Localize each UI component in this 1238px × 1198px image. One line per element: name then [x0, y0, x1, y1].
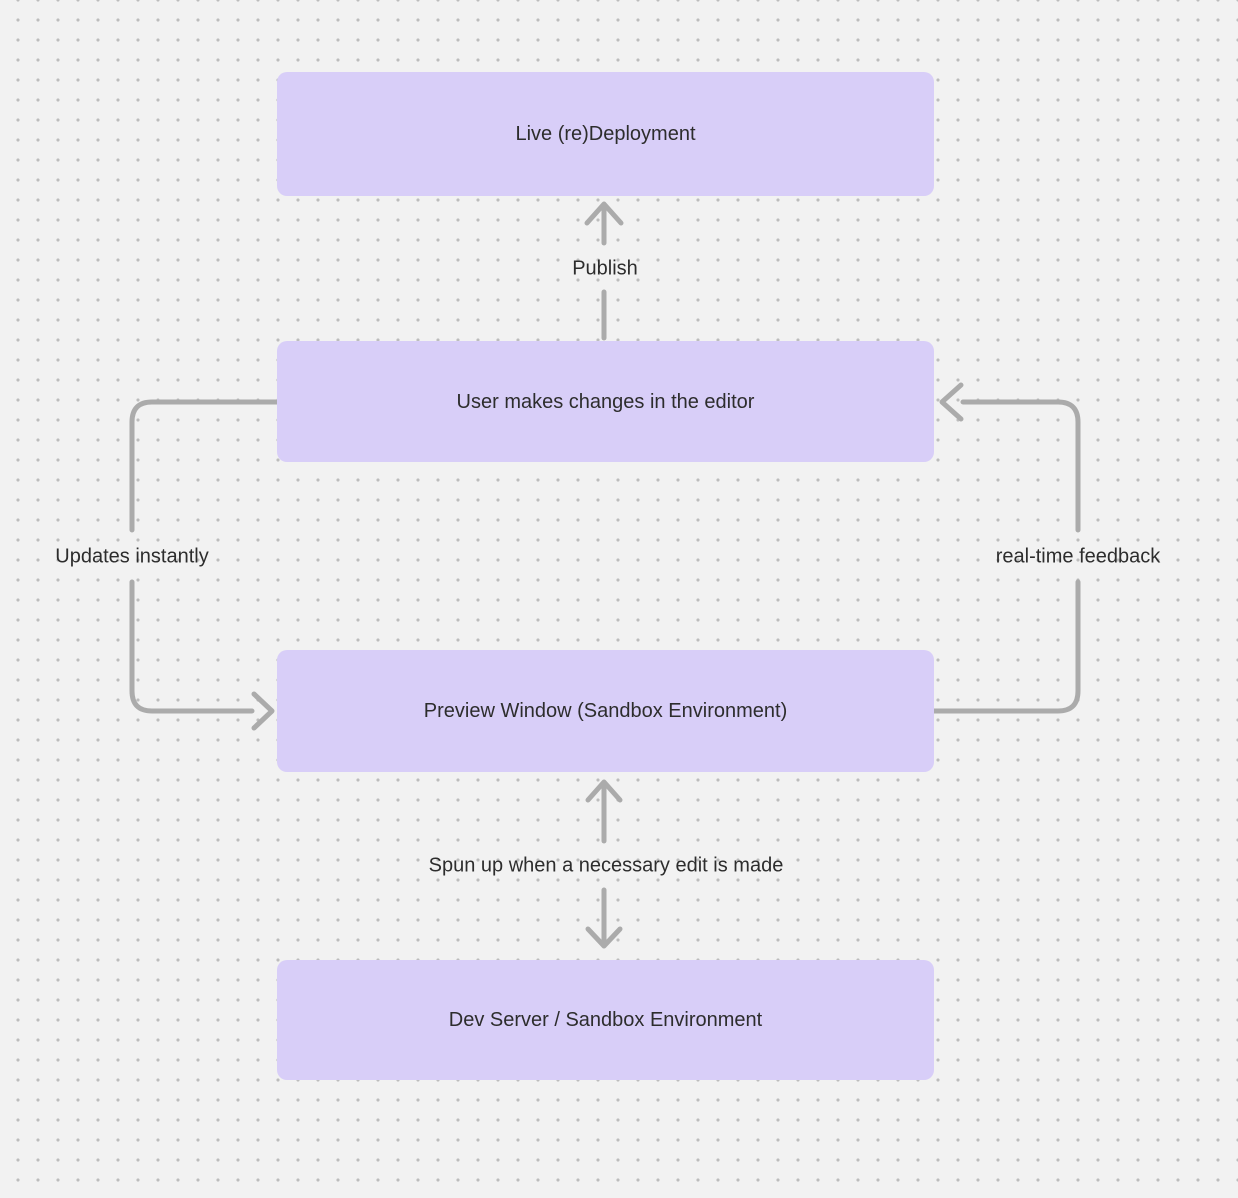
- node-live-redeployment[interactable]: Live (re)Deployment: [277, 72, 934, 196]
- node-preview-window[interactable]: Preview Window (Sandbox Environment): [277, 650, 934, 772]
- node-user-makes-changes[interactable]: User makes changes in the editor: [277, 341, 934, 462]
- node-user-makes-changes-label: User makes changes in the editor: [456, 390, 755, 413]
- edge-label-publish: Publish: [572, 257, 638, 280]
- node-dev-server[interactable]: Dev Server / Sandbox Environment: [277, 960, 934, 1080]
- node-live-redeployment-label: Live (re)Deployment: [515, 123, 696, 145]
- edge-label-spun-up: Spun up when a necessary edit is made: [428, 854, 784, 877]
- node-dev-server-label: Dev Server / Sandbox Environment: [448, 1009, 763, 1031]
- node-preview-window-label: Preview Window (Sandbox Environment): [423, 700, 788, 722]
- edge-label-realtime-feedback: real-time feedback: [995, 545, 1161, 568]
- edge-label-updates-instantly: Updates instantly: [55, 545, 209, 568]
